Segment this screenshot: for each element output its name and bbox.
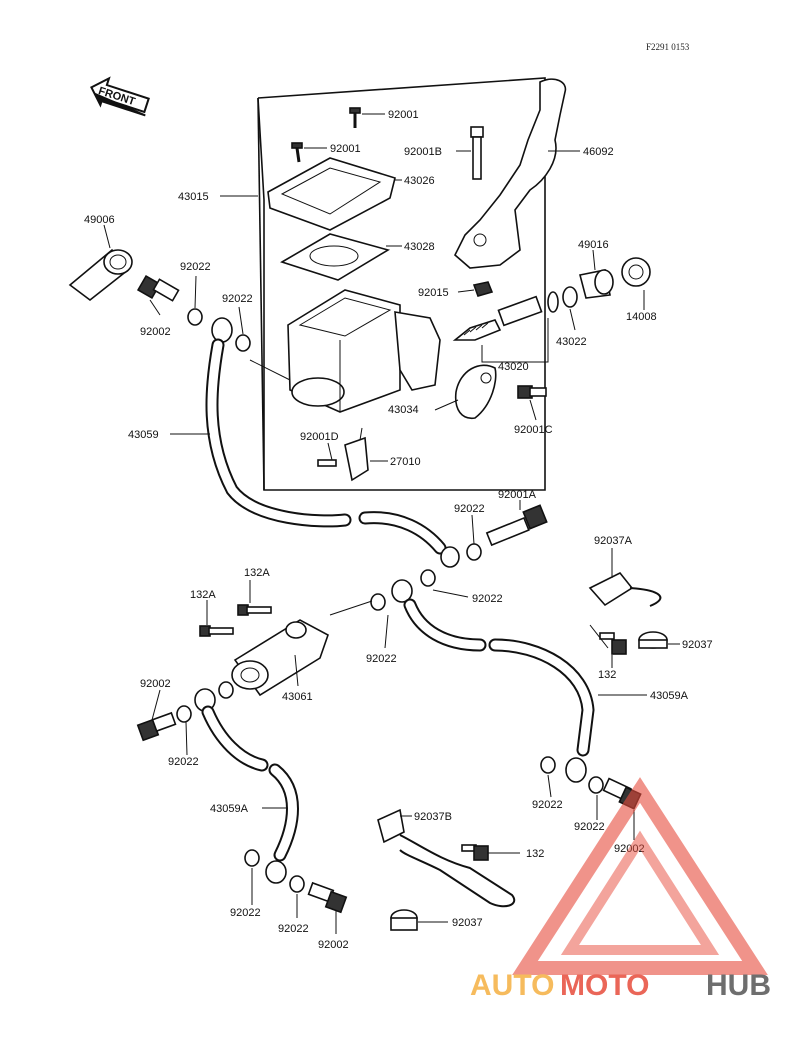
leader-lines [103, 113, 680, 934]
diaphragm-icon [280, 233, 391, 281]
washer-92022-left-a-icon [218, 681, 234, 699]
watermark-text-auto: AUTO [470, 969, 554, 1002]
label-43015: 43015 [178, 191, 209, 203]
front-arrow-icon [90, 76, 150, 117]
label-132-a: 132 [598, 669, 616, 681]
label-92022-g: 92022 [532, 799, 563, 811]
bracket-92037A-icon [588, 571, 662, 607]
label-92037-a: 92037 [682, 639, 713, 651]
label-43020: 43020 [498, 361, 529, 373]
banjo-bolt-92002-left-icon [136, 711, 177, 742]
label-92001C: 92001C [514, 424, 553, 436]
washer-92022-mid-b-icon [420, 569, 436, 587]
screw-92001D-icon [317, 459, 337, 467]
label-92001-left: 92001 [330, 143, 361, 155]
label-49016: 49016 [578, 239, 609, 251]
bolt-132A-lower-icon [199, 625, 234, 637]
washer-92022-bottom-a-icon [244, 849, 260, 867]
master-cylinder-body-icon [287, 289, 441, 413]
holder-43034-icon [454, 364, 497, 419]
label-92002-b: 92002 [140, 678, 171, 690]
label-49006: 49006 [84, 214, 115, 226]
joint-43061-icon [231, 619, 329, 697]
part-labels: 92001 92001 92001B 46092 43015 43026 430… [84, 109, 713, 951]
label-43059A-b: 43059A [210, 803, 249, 815]
label-92037A: 92037A [594, 535, 633, 547]
label-43028: 43028 [404, 241, 435, 253]
bracket-92037B-icon [377, 808, 516, 908]
label-92001D: 92001D [300, 431, 339, 443]
label-92022-h: 92022 [574, 821, 605, 833]
grommet-92037-bottom-icon [390, 909, 418, 931]
label-92015: 92015 [418, 287, 449, 299]
piston-43020-icon [452, 291, 559, 341]
pin-14008-icon [621, 257, 651, 287]
label-43034: 43034 [388, 404, 419, 416]
reservoir-cover-icon [267, 157, 396, 231]
label-92001A: 92001A [498, 489, 537, 501]
switch-27010-icon [344, 427, 369, 482]
banjo-bolt-92002-top-icon [136, 274, 180, 302]
washer-92022-top-b-icon [235, 334, 251, 352]
reference-code: F2291 0153 [646, 42, 690, 52]
bolt-132-right-icon [599, 632, 627, 655]
washer-92022-mid-c-icon [370, 593, 386, 611]
label-43061: 43061 [282, 691, 313, 703]
boot-49006-icon [68, 248, 133, 302]
grommet-92037-right-icon [638, 631, 668, 649]
banjo-bolt-92001A-icon [485, 504, 548, 547]
washer-43022-icon [562, 286, 578, 308]
label-92022-c: 92022 [454, 503, 485, 515]
label-43059: 43059 [128, 429, 159, 441]
watermark-triangle-icon [512, 777, 768, 975]
brake-lever-icon [454, 78, 567, 269]
label-92022-a: 92022 [180, 261, 211, 273]
label-92001-top: 92001 [388, 109, 419, 121]
screw-92001-top-icon [349, 107, 361, 128]
watermark-text-hub: HUB [706, 969, 771, 1002]
label-132A-b: 132A [190, 589, 216, 601]
label-132-b: 132 [526, 848, 544, 860]
nut-92015-icon [472, 281, 494, 297]
label-132A-a: 132A [244, 567, 270, 579]
washer-92022-mid-a-icon [466, 543, 482, 561]
label-92001B: 92001B [404, 146, 442, 158]
watermark-text-moto: MOTO [560, 969, 649, 1002]
bolt-132A-upper-icon [237, 604, 272, 616]
label-92037B: 92037B [414, 811, 452, 823]
label-92022-i: 92022 [230, 907, 261, 919]
bolt-132-bottom-icon [461, 844, 489, 861]
washer-92022-right-b-icon [588, 776, 604, 794]
label-14008: 14008 [626, 311, 657, 323]
label-92002-d: 92002 [318, 939, 349, 951]
label-92022-b: 92022 [222, 293, 253, 305]
label-92002-a: 92002 [140, 326, 171, 338]
label-27010: 27010 [390, 456, 421, 468]
label-92037-b: 92037 [452, 917, 483, 929]
label-43026: 43026 [404, 175, 435, 187]
screw-92001-left-icon [291, 142, 303, 163]
washer-92022-bottom-b-icon [289, 875, 305, 893]
banjo-bolt-92002-bottom-icon [307, 881, 348, 914]
assembly-box [257, 77, 546, 491]
screw-92001C-icon [517, 385, 547, 399]
label-92022-f: 92022 [168, 756, 199, 768]
screw-92001B-icon [470, 126, 484, 180]
label-43059A-a: 43059A [650, 690, 689, 702]
washer-92022-right-a-icon [540, 756, 556, 774]
label-92022-e: 92022 [366, 653, 397, 665]
washer-92022-top-a-icon [187, 308, 203, 326]
washer-92022-left-b-icon [176, 705, 192, 723]
bushing-49016-icon [579, 269, 614, 299]
label-92022-d: 92022 [472, 593, 503, 605]
label-43022: 43022 [556, 336, 587, 348]
watermark-logo: AUTO MOTO HUB [470, 777, 771, 1002]
label-92022-j: 92022 [278, 923, 309, 935]
label-46092: 46092 [583, 146, 614, 158]
